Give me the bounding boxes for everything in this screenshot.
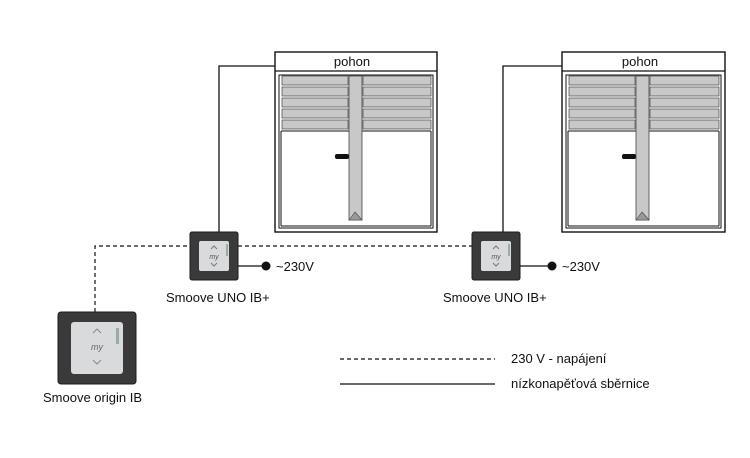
controller-2 (471, 231, 521, 281)
bus-line-2 (502, 65, 562, 232)
window-1 (274, 51, 438, 233)
bus-line-1 (218, 65, 275, 232)
controller-1-key-label: my (209, 254, 219, 261)
controller-1-voltage: ~230V (276, 259, 314, 274)
controller-2-key-label: my (491, 254, 501, 261)
controller-1 (189, 231, 239, 281)
window-1-drive-label: pohon (334, 54, 370, 69)
origin-switch-key-label: my (91, 342, 103, 352)
controller-2-label: Smoove UNO IB+ (443, 290, 547, 305)
origin-switch (57, 311, 137, 385)
controller-2-voltage: ~230V (562, 259, 600, 274)
controller-2-power-terminal (547, 261, 557, 271)
window-2-drive-label: pohon (622, 54, 658, 69)
controller-1-label: Smoove UNO IB+ (166, 290, 270, 305)
legend-solid-label: nízkonapěťová sběrnice (511, 376, 650, 391)
legend-dashed-label: 230 V - napájení (511, 351, 607, 366)
controller-1-power-terminal (261, 261, 271, 271)
window-2 (561, 51, 726, 233)
power-line-230v (94, 245, 472, 312)
origin-switch-label: Smoove origin IB (43, 390, 142, 405)
